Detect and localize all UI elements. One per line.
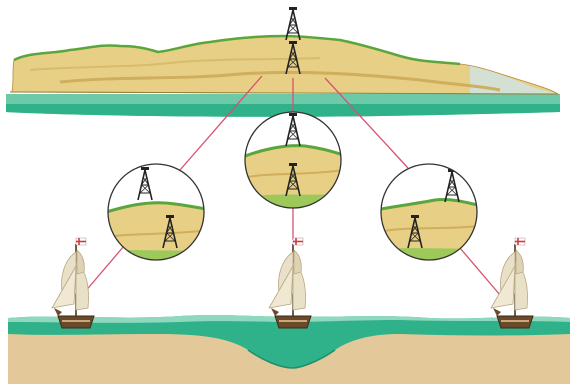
- ship-center-icon: [269, 238, 311, 328]
- view-circle-right: [376, 164, 482, 270]
- view-circle-center: [240, 112, 346, 220]
- ship-left-icon: [52, 238, 94, 328]
- ship-right-icon: [491, 238, 533, 328]
- coastline-illustration: [6, 7, 560, 117]
